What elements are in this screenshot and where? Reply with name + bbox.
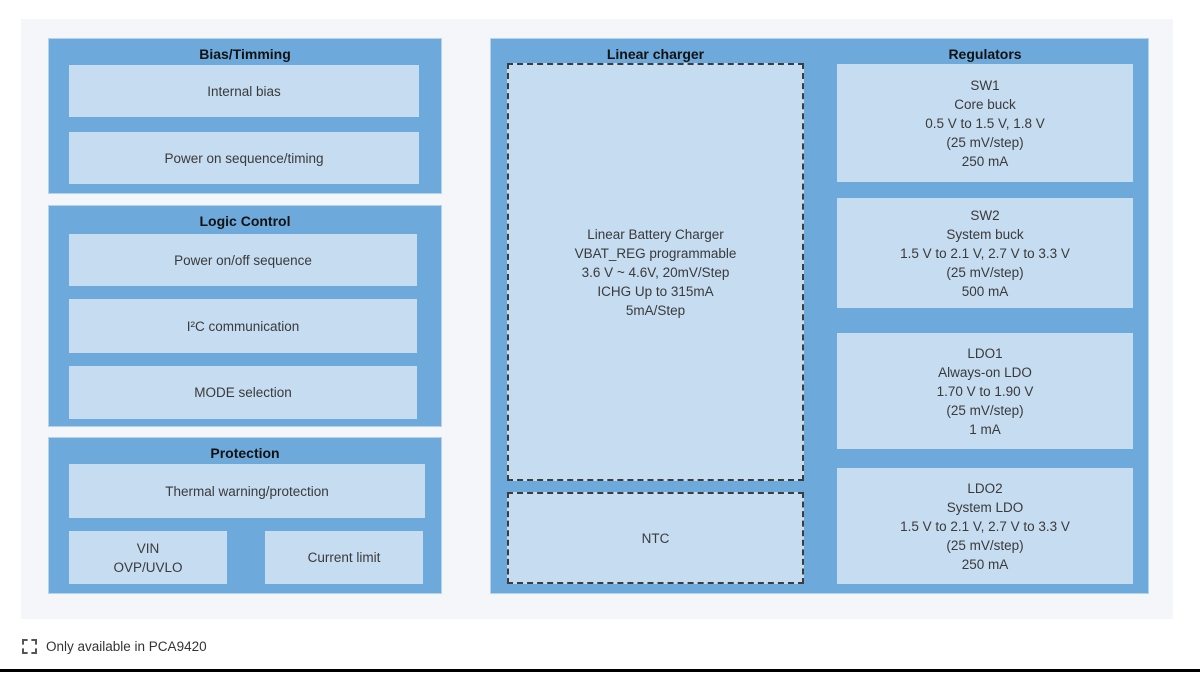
group-protection: Protection Thermal warning/protection VI… bbox=[48, 437, 442, 594]
group-bias-timing: Bias/Timming Internal bias Power on sequ… bbox=[48, 38, 442, 194]
block-thermal-warning-protection: Thermal warning/protection bbox=[69, 464, 425, 518]
group-logic-control: Logic Control Power on/off sequence I²C … bbox=[48, 205, 442, 427]
group-title-regulators: Regulators bbox=[948, 46, 1022, 62]
legend: Only available in PCA9420 bbox=[22, 639, 207, 654]
block-sw1-core-buck: SW1 Core buck 0.5 V to 1.5 V, 1.8 V (25 … bbox=[837, 64, 1133, 182]
block-sw2-system-buck: SW2 System buck 1.5 V to 2.1 V, 2.7 V to… bbox=[837, 198, 1133, 308]
block-internal-bias: Internal bias bbox=[69, 65, 419, 117]
block-power-onoff-sequence: Power on/off sequence bbox=[69, 234, 417, 286]
group-title-linear-charger: Linear charger bbox=[606, 46, 705, 62]
block-ntc: NTC bbox=[507, 492, 804, 584]
legend-label: Only available in PCA9420 bbox=[46, 639, 207, 654]
bottom-divider bbox=[0, 669, 1200, 672]
group-title-protection: Protection bbox=[210, 445, 280, 461]
block-ldo1-always-on: LDO1 Always-on LDO 1.70 V to 1.90 V (25 … bbox=[837, 333, 1133, 449]
block-i2c-communication: I²C communication bbox=[69, 299, 417, 353]
block-diagram-panel: Bias/Timming Internal bias Power on sequ… bbox=[21, 19, 1173, 619]
block-mode-selection: MODE selection bbox=[69, 366, 417, 419]
block-power-on-sequence-timing: Power on sequence/timing bbox=[69, 132, 419, 184]
block-linear-battery-charger: Linear Battery Charger VBAT_REG programm… bbox=[507, 63, 804, 481]
group-title-logic-control: Logic Control bbox=[199, 213, 291, 229]
group-charger-and-regulators: Linear charger Regulators Linear Battery… bbox=[490, 38, 1149, 594]
dashed-outline-swatch-icon bbox=[22, 639, 37, 654]
block-vin-ovp-uvlo: VIN OVP/UVLO bbox=[69, 531, 227, 584]
block-current-limit: Current limit bbox=[265, 531, 423, 584]
block-ldo2-system: LDO2 System LDO 1.5 V to 2.1 V, 2.7 V to… bbox=[837, 468, 1133, 584]
group-title-bias-timing: Bias/Timming bbox=[199, 46, 291, 62]
